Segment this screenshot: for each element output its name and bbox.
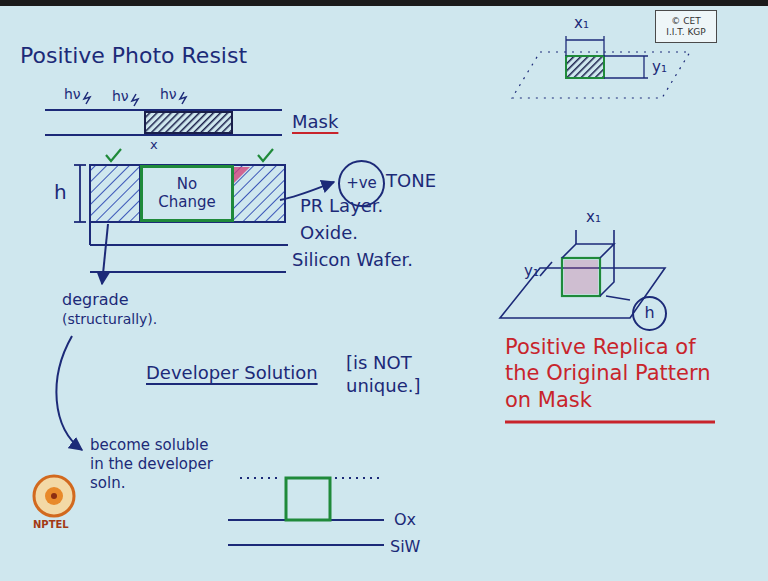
layer-label: Ox <box>394 510 416 530</box>
cube-sketch <box>562 244 614 258</box>
top-border <box>0 0 768 6</box>
conclusion-note: Positive Replica of the Original Pattern… <box>505 334 730 413</box>
mask-layer <box>45 109 282 111</box>
tone-label: TONE <box>386 170 436 193</box>
copyright-box: © CET I.I.T. KGP <box>655 10 717 43</box>
mask-plan-sketch <box>512 36 690 98</box>
mask-layer <box>45 134 282 136</box>
heading: Positive Photo Resist <box>20 42 247 70</box>
light-rays <box>132 94 138 106</box>
light-label: hν <box>160 86 177 104</box>
oxide-silicon-lines <box>90 271 286 273</box>
red-underline <box>505 421 715 424</box>
pr-layer <box>230 165 285 222</box>
light-rays <box>180 92 186 104</box>
thickness-bracket <box>74 165 86 222</box>
cube-sketch <box>575 230 577 244</box>
check-marks <box>258 149 273 161</box>
cube-sketch <box>606 296 630 300</box>
mask-plan-sketch <box>566 56 604 78</box>
mask-plan-sketch <box>566 39 604 40</box>
light-label: hν <box>64 86 81 104</box>
mask-plan-sketch <box>603 36 604 56</box>
light-rays <box>84 92 90 104</box>
mask-plan-sketch <box>512 52 690 98</box>
leader-arrow <box>102 224 108 284</box>
light-label: hν <box>112 88 129 106</box>
cube-sketch <box>500 230 665 318</box>
node-text: © CET I.I.T. KGP <box>661 16 711 37</box>
note: degrade <box>62 290 129 310</box>
thickness-bracket <box>74 221 86 223</box>
note: (structurally). <box>62 311 157 329</box>
check-marks <box>106 149 121 161</box>
dimension-label: x₁ <box>586 208 601 227</box>
nptel-logo <box>34 476 74 516</box>
oxide-silicon-lines <box>89 222 91 245</box>
oxide-silicon-lines <box>90 222 288 272</box>
cube-sketch <box>613 230 615 244</box>
cube-sketch <box>562 258 600 296</box>
note: become soluble in the developer soln. <box>90 436 220 492</box>
developed-profile <box>286 478 330 520</box>
mask-layer <box>45 110 282 135</box>
mask-plan-sketch <box>565 36 566 56</box>
pr-layer <box>90 165 140 222</box>
layer-label: Silicon Wafer. <box>292 249 413 272</box>
note: [is NOT unique.] <box>346 352 446 397</box>
pr-layer <box>232 167 250 185</box>
mask-plan-sketch <box>643 56 644 78</box>
note: Developer Solution <box>146 362 318 385</box>
mask-plan-sketch <box>604 77 648 78</box>
developed-profile <box>228 544 384 546</box>
thickness-circle: h <box>632 296 667 331</box>
check-marks <box>106 149 273 161</box>
dimension-label: y₁ <box>524 262 539 281</box>
dimension-label: y₁ <box>652 58 667 77</box>
mark-label: x <box>150 137 158 153</box>
layer-label: PR Layer. <box>300 195 383 218</box>
nptel-logo <box>34 476 74 516</box>
developed-profile <box>240 477 282 479</box>
leader-arrow <box>56 336 82 450</box>
mask-layer <box>145 112 232 133</box>
cube-sketch <box>564 260 598 294</box>
node-text: +ve <box>346 175 377 192</box>
node-text: No Change <box>148 176 226 211</box>
thickness-bracket <box>74 164 86 166</box>
dimension-label: h <box>54 180 67 205</box>
thickness-bracket <box>79 165 81 222</box>
developed-profile <box>335 477 384 479</box>
nptel-logo <box>45 487 63 505</box>
node-text: h <box>644 304 654 322</box>
developed-profile <box>228 478 384 545</box>
dimension-label: x₁ <box>574 14 589 33</box>
layer-label: SiW <box>390 537 420 557</box>
nptel-logo <box>51 493 57 499</box>
unexposed-region: No Change <box>140 165 234 222</box>
logo-text: NPTEL <box>33 519 69 532</box>
cube-sketch <box>600 244 614 296</box>
layer-label: Oxide. <box>300 222 358 245</box>
oxide-silicon-lines <box>90 244 288 246</box>
tone-circle: +ve <box>338 160 385 207</box>
pr-layer <box>90 165 285 222</box>
layer-label: Mask <box>292 111 338 134</box>
mask-plan-sketch <box>604 55 648 56</box>
cube-sketch <box>540 262 552 276</box>
